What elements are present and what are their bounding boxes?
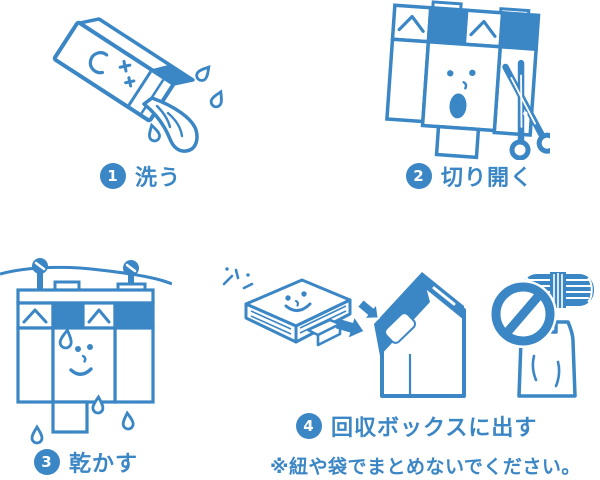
step-3-number-badge: 3: [34, 449, 60, 475]
step-4-text: 回収ボックスに出す: [331, 416, 538, 441]
step-2-text: 切り開く: [441, 166, 534, 191]
water-drop: [195, 65, 211, 82]
flattened-carton-stack-icon: [222, 264, 372, 356]
hanging-carton: [16, 280, 155, 434]
carton-drying-clothesline-icon: [0, 252, 172, 448]
step-2-number-badge: 2: [406, 163, 432, 189]
water-drop: [209, 89, 223, 109]
milk-carton-rinsing-icon: [52, 6, 230, 158]
step-1-text: 洗う: [135, 166, 182, 191]
water-drop: [148, 122, 161, 143]
carton-cut-open-scissors-icon: [382, 0, 550, 160]
water-drop: [91, 394, 105, 415]
step-2-label: 2 切り開く: [406, 160, 533, 192]
clothespin-icon: [32, 258, 48, 298]
caution-note: ※紐や袋でまとめないでください。: [270, 456, 581, 478]
box-slot: [384, 312, 416, 344]
collection-box-icon: [352, 256, 477, 404]
water-drop: [30, 424, 44, 445]
carton-stack: [244, 278, 352, 347]
step-1-number-badge: 1: [100, 163, 126, 189]
arrow-into-slot-icon: [356, 298, 380, 320]
arrow-right-icon: [335, 318, 364, 338]
no-rope-or-bag-icon: [490, 268, 600, 404]
scissors-icon: [502, 59, 550, 160]
step-3-label: 3 乾かす: [34, 446, 138, 478]
step-3-text: 乾かす: [69, 452, 139, 477]
no-sign-icon: [490, 280, 557, 348]
clothesline: [0, 265, 172, 286]
sparkle-icon: [222, 267, 254, 290]
step-4-number-badge: 4: [296, 413, 322, 439]
water-drop: [121, 410, 135, 431]
water-stream: [142, 96, 199, 153]
step-1-label: 1 洗う: [100, 160, 181, 192]
step-4-label: 4 回収ボックスに出す: [296, 410, 537, 442]
